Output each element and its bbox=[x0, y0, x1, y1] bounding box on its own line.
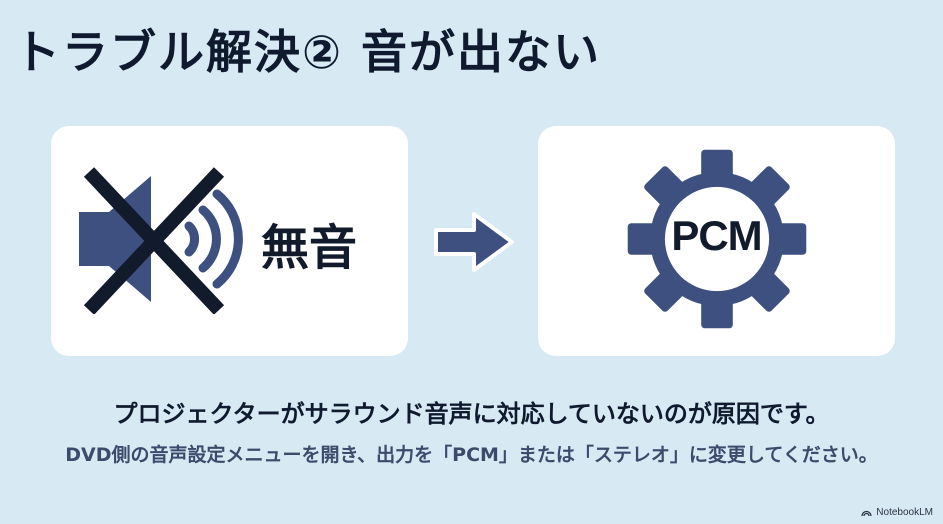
pcm-panel bbox=[538, 126, 895, 356]
right-arrow-icon bbox=[434, 212, 514, 272]
mute-panel: 無音 bbox=[51, 126, 408, 356]
speaker-muted-icon bbox=[79, 167, 243, 314]
pcm-label: PCM bbox=[671, 212, 762, 259]
mute-label: 無音 bbox=[261, 220, 358, 276]
gear-icon bbox=[627, 149, 807, 329]
brand-label: NotebookLM bbox=[876, 507, 933, 518]
brand-watermark: NotebookLM bbox=[861, 507, 933, 518]
cause-text: プロジェクターがサラウンド音声に対応していないのが原因です。 bbox=[113, 400, 830, 428]
notebooklm-logo-icon bbox=[861, 510, 872, 516]
solution-text: DVD側の音声設定メニューを開き、出力を「PCM」または「ステレオ」に変更してく… bbox=[65, 444, 878, 466]
slide-title: トラブル解決② 音が出ない bbox=[14, 25, 601, 79]
